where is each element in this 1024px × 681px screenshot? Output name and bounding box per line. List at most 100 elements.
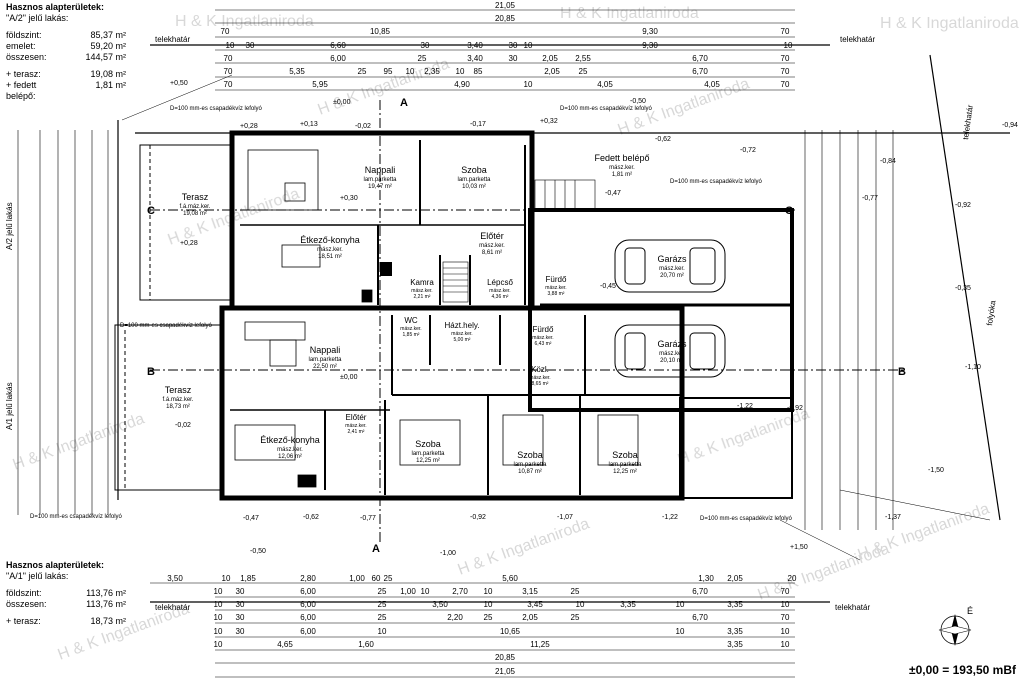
svg-text:4,65: 4,65 bbox=[277, 640, 293, 649]
svg-text:10: 10 bbox=[214, 587, 223, 596]
svg-text:-0,35: -0,35 bbox=[955, 285, 971, 292]
svg-text:10: 10 bbox=[484, 587, 493, 596]
boundary-label-bottom-left: telekhatár bbox=[155, 603, 190, 612]
svg-text:12,25 m²: 12,25 m² bbox=[613, 469, 637, 475]
svg-text:-1,50: -1,50 bbox=[928, 467, 944, 474]
area-summary-unit: "A/2" jelű lakás: bbox=[6, 13, 69, 23]
boundary-label-bottom-right: telekhatár bbox=[835, 603, 870, 612]
dim-inner-bottom: 20,85 bbox=[495, 653, 516, 662]
svg-text:2,05: 2,05 bbox=[727, 574, 743, 583]
svg-text:60: 60 bbox=[372, 574, 381, 583]
svg-text:-0,77: -0,77 bbox=[862, 195, 878, 202]
svg-text:Étkező-konyha: Étkező-konyha bbox=[260, 435, 320, 445]
property-boundaries bbox=[117, 44, 1010, 603]
svg-text:Nappali: Nappali bbox=[310, 345, 341, 355]
svg-text:4,05: 4,05 bbox=[597, 80, 613, 89]
watermark-text: H & K Ingatlaniroda bbox=[11, 410, 147, 473]
svg-text:25: 25 bbox=[378, 587, 387, 596]
svg-text:mász.ker.: mász.ker. bbox=[479, 243, 505, 249]
svg-text:12,06 m²: 12,06 m² bbox=[278, 454, 302, 460]
svg-text:10,03 m²: 10,03 m² bbox=[462, 184, 486, 190]
svg-text:+0,13: +0,13 bbox=[300, 121, 318, 128]
svg-text:5,00 m²: 5,00 m² bbox=[454, 337, 471, 343]
svg-text:mász.ker.: mász.ker. bbox=[609, 165, 635, 171]
svg-text:lam.parketta: lam.parketta bbox=[457, 177, 491, 183]
unit-label-a2: A/2 jelű lakás bbox=[5, 202, 14, 250]
dim-total-bottom: 21,05 bbox=[495, 667, 516, 676]
watermark-text: H & K Ingatlaniroda bbox=[456, 515, 592, 578]
svg-text:Előtér: Előtér bbox=[346, 413, 367, 422]
svg-text:lam.parketta: lam.parketta bbox=[608, 462, 642, 468]
svg-text:70: 70 bbox=[224, 80, 233, 89]
svg-text:10: 10 bbox=[676, 627, 685, 636]
svg-text:mász.ker.: mász.ker. bbox=[411, 288, 432, 294]
svg-text:70: 70 bbox=[781, 67, 790, 76]
svg-text:+1,50: +1,50 bbox=[790, 544, 808, 551]
svg-text:3,50: 3,50 bbox=[167, 574, 183, 583]
svg-text:10: 10 bbox=[524, 41, 533, 50]
svg-text:mász.ker.: mász.ker. bbox=[400, 326, 421, 332]
watermark-text: H & K Ingatlaniroda bbox=[880, 15, 1019, 32]
svg-text:5,95: 5,95 bbox=[312, 80, 328, 89]
svg-text:10: 10 bbox=[214, 627, 223, 636]
svg-text:70: 70 bbox=[781, 587, 790, 596]
svg-text:-1,37: -1,37 bbox=[885, 514, 901, 521]
gutter-note: D=100 mm-es csapadékvíz lefolyó bbox=[120, 323, 213, 329]
svg-text:10: 10 bbox=[222, 574, 231, 583]
svg-text:6,00: 6,00 bbox=[300, 613, 316, 622]
svg-text:9,30: 9,30 bbox=[642, 27, 658, 36]
boundary-label-top-right: telekhatár bbox=[840, 35, 875, 44]
svg-text:1,81 m²: 1,81 m² bbox=[612, 172, 632, 178]
svg-text:6,00: 6,00 bbox=[300, 600, 316, 609]
north-arrow-icon: É bbox=[938, 606, 973, 646]
boundary-label-right: telekhatár bbox=[961, 104, 975, 140]
svg-text:Közl.: Közl. bbox=[531, 365, 549, 374]
svg-text:-0,02: -0,02 bbox=[355, 123, 371, 130]
svg-text:6,70: 6,70 bbox=[692, 587, 708, 596]
svg-text:10: 10 bbox=[214, 613, 223, 622]
svg-text:25: 25 bbox=[378, 600, 387, 609]
svg-text:10,65: 10,65 bbox=[500, 627, 521, 636]
svg-text:Szoba: Szoba bbox=[612, 450, 638, 460]
svg-text:30: 30 bbox=[236, 613, 245, 622]
gutter-notes: D=100 mm-es csapadékvíz lefolyó D=100 mm… bbox=[30, 106, 793, 522]
svg-text:30: 30 bbox=[421, 41, 430, 50]
svg-text:10: 10 bbox=[378, 627, 387, 636]
svg-text:±0,00: ±0,00 bbox=[340, 374, 358, 381]
room-label-haztart-a1: Házt.hely.mász.ker.5,00 m² bbox=[445, 321, 480, 343]
svg-text:18,51 m²: 18,51 m² bbox=[318, 254, 342, 260]
watermark-text: H & K Ingatlaniroda bbox=[316, 55, 452, 118]
svg-text:2,05: 2,05 bbox=[542, 54, 558, 63]
right-dimension-lines bbox=[804, 130, 894, 530]
section-mark-a-top: A bbox=[400, 97, 408, 109]
svg-text:2,41 m²: 2,41 m² bbox=[348, 429, 365, 435]
svg-text:30: 30 bbox=[236, 627, 245, 636]
svg-text:25: 25 bbox=[571, 587, 580, 596]
svg-text:1,00: 1,00 bbox=[400, 587, 416, 596]
svg-text:10: 10 bbox=[524, 80, 533, 89]
svg-text:WC: WC bbox=[404, 316, 418, 325]
svg-text:10: 10 bbox=[676, 600, 685, 609]
svg-text:-0,17: -0,17 bbox=[470, 121, 486, 128]
terraces bbox=[114, 144, 231, 491]
svg-text:mász.ker.: mász.ker. bbox=[277, 447, 303, 453]
svg-text:3,15: 3,15 bbox=[522, 587, 538, 596]
unit-label-a1: A/1 jelű lakás bbox=[5, 382, 14, 430]
svg-text:mász.ker.: mász.ker. bbox=[532, 335, 553, 341]
area-row: összesen:113,76 m² bbox=[6, 599, 126, 609]
svg-text:mász.ker.: mász.ker. bbox=[545, 285, 566, 291]
svg-text:2,80: 2,80 bbox=[300, 574, 316, 583]
svg-text:10: 10 bbox=[576, 600, 585, 609]
gutter-note: D=100 mm-es csapadékvíz lefolyó bbox=[700, 516, 793, 522]
section-mark-c-left: C bbox=[147, 205, 155, 217]
svg-text:3,35: 3,35 bbox=[620, 600, 636, 609]
svg-text:25: 25 bbox=[384, 574, 393, 583]
svg-text:4,90: 4,90 bbox=[454, 80, 470, 89]
section-mark-b-right: B bbox=[898, 366, 906, 378]
svg-text:lam.parketta: lam.parketta bbox=[308, 357, 342, 363]
svg-text:25: 25 bbox=[484, 613, 493, 622]
